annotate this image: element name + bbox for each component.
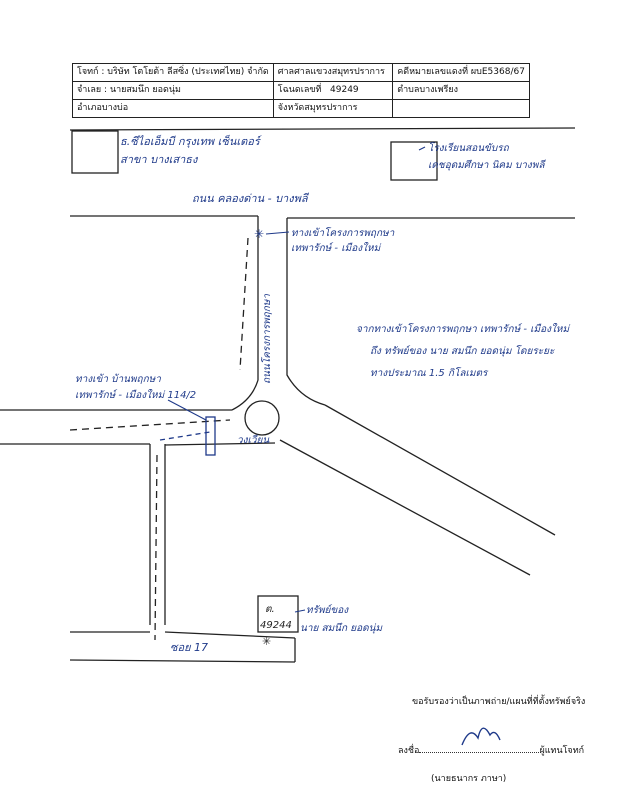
deed-number: 49249 — [330, 85, 359, 96]
entrance-top-label-2: เทพารักษ์ - เมืองใหม่ — [291, 242, 382, 254]
property-desc-2: นาย สมนึก ยอดนุ่ม — [300, 622, 383, 634]
note-line-1: จากทางเข้าโครงการพฤกษา เทพารักษ์ - เมือง… — [356, 323, 571, 335]
entrance-left-leader — [167, 399, 207, 421]
star-property: ✳ — [262, 635, 271, 648]
school-leader — [418, 146, 426, 151]
vertical-road-left-edge — [231, 216, 259, 411]
map-text-labels: ธ.ซีไอเอ็มบี กรุงเทพ เซ็นเตอร์ สาขา บางเ… — [75, 134, 571, 654]
property-box — [257, 595, 299, 633]
header-row-3: อำเภอบางบ่อ จังหวัดสมุทรปราการ — [72, 99, 530, 118]
roundabout-circle — [244, 400, 280, 436]
school-building — [390, 141, 438, 181]
property-number-label: 49244 — [260, 620, 292, 631]
property-box-label: ต. — [265, 604, 275, 615]
case-header-table: โจทก์ : บริษัท โตโยต้า ลีสซิ่ง (ประเทศไท… — [72, 63, 530, 118]
signature-dots — [419, 752, 540, 753]
entrance-path — [159, 431, 211, 441]
province-cell: จังหวัดสมุทรปราการ — [272, 99, 394, 118]
note-line-2: ถึง ทรัพย์ของ นาย สมนึก ยอดนุ่ม โดยระยะ — [370, 345, 555, 357]
soi-south-edge — [69, 659, 296, 663]
bank-label: ธ.ซีไอเอ็มบี กรุงเทพ เซ็นเตอร์ — [120, 134, 263, 148]
certify-text: ขอรับรองว่าเป็นภาพถ่าย/แผนที่ที่ตั้งทรัพ… — [412, 697, 586, 707]
entrance-marker-box — [205, 416, 216, 456]
signature-line: ลงชื่อ ผู้แทนโจทก์ — [398, 743, 584, 757]
soi-label: ซอย 17 — [170, 641, 208, 654]
star-top: ✳ — [254, 227, 264, 241]
diagonal-road-south-edge — [279, 439, 531, 576]
entrance-left-label-2: เทพารักษ์ - เมืองใหม่ 114/2 — [75, 389, 196, 401]
connector-road-edge — [164, 442, 276, 446]
school-label-2: เดชอุดมศึกษา นิคม บางพลี — [428, 159, 546, 171]
bank-building — [71, 130, 119, 174]
district-cell: อำเภอบางบ่อ — [72, 99, 274, 118]
vertical-road-centerline — [239, 237, 249, 371]
signature-scribble — [461, 727, 501, 746]
annotation-lines — [167, 146, 426, 613]
entrance-top-label-1: ทางเข้าโครงการพฤกษา — [291, 227, 395, 239]
entrance-left-label-1: ทางเข้า บ้านพฤกษา — [75, 373, 161, 385]
sign-suffix: ผู้แทนโจทก์ — [539, 746, 585, 756]
deed-cell: โฉนดเลขที่ 49249 — [272, 81, 394, 100]
soi-north-edge-right — [164, 631, 296, 639]
south-road-centerline — [154, 454, 158, 641]
header-row-2: จำเลย : นายสมนึก ยอดนุ่ม โฉนดเลขที่ 4924… — [72, 81, 530, 100]
deed-label: โฉนดเลขที่ — [277, 85, 322, 96]
header-row-1: โจทก์ : บริษัท โตโยต้า ลีสซิ่ง (ประเทศไท… — [72, 63, 530, 82]
branch-label: สาขา บางเสาธง — [120, 153, 199, 166]
sign-prefix: ลงชื่อ — [398, 746, 420, 756]
signer-name: (นายธนากร ภาษา) — [431, 774, 507, 784]
blank-cell — [392, 99, 530, 118]
entrance-top-leader — [265, 231, 290, 235]
vertical-road-right-edge — [286, 218, 326, 406]
note-line-3: ทางประมาณ 1.5 กิโลเมตร — [370, 367, 489, 379]
property-leader — [294, 609, 306, 613]
roundabout-label: วงเวียน — [237, 434, 270, 446]
diagonal-road-north-edge — [324, 404, 556, 536]
main-road-label: ถนน คลองด่าน - บางพลี — [192, 192, 310, 205]
school-label-1: โรงเรียนสอนขับรถ — [428, 142, 510, 154]
left-road-centerline — [69, 419, 231, 431]
top-road-edge — [69, 127, 576, 131]
map-linework — [0, 127, 576, 663]
property-desc-1: ทรัพย์ของ — [306, 604, 349, 616]
vertical-road-label: ถนนโครงการพฤกษา — [261, 294, 273, 384]
